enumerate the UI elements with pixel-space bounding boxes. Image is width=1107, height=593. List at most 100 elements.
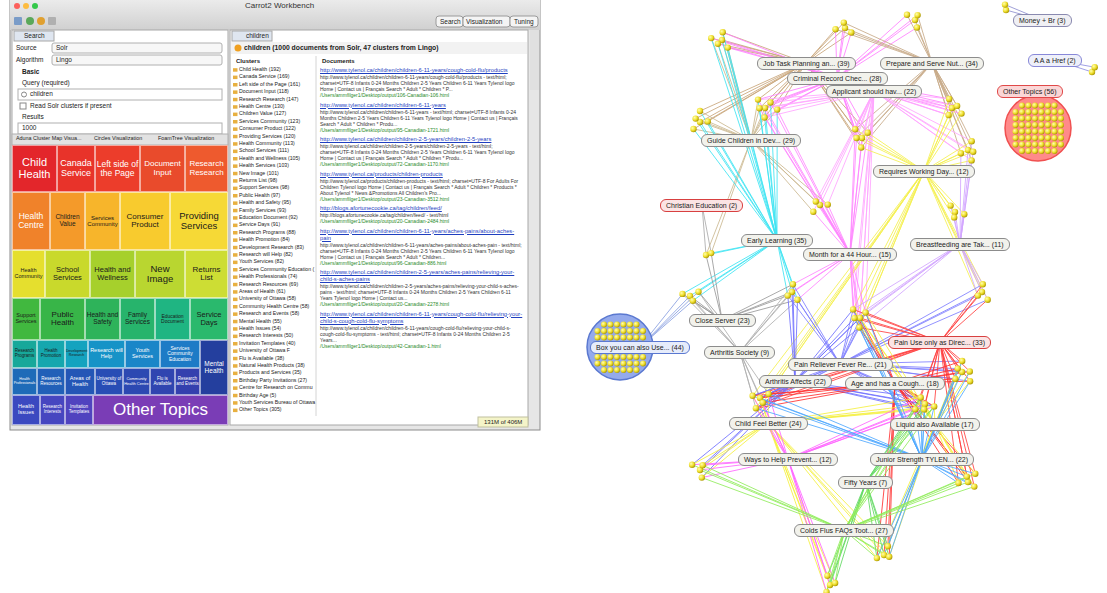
treemap-cell: Research will Help	[88, 340, 125, 368]
doc-snippet: http://www.tylenol.ca/children/children-…	[320, 74, 524, 92]
doc-snippet: http://www.tylenol.ca/children/children-…	[320, 242, 524, 260]
cluster-list-item: Health Professionals (74)	[239, 274, 297, 280]
doc-entry: http://blogs.afortunecookie.ca/tag/child…	[320, 205, 524, 225]
treemap-cell: Services Community	[85, 192, 120, 250]
membership-line	[960, 244, 988, 300]
ui-text: Tuning	[514, 18, 534, 25]
document-dot	[825, 201, 831, 207]
minimize-button	[23, 3, 29, 9]
document-dot	[1052, 109, 1058, 115]
document-dot	[608, 335, 614, 341]
cluster-name: Ways to Help Prevent... (12)	[744, 456, 832, 463]
document-dot	[958, 110, 964, 116]
membership-line	[924, 99, 949, 171]
folder-icon	[233, 364, 238, 368]
treemap-cell: Research Interests	[40, 395, 65, 425]
membership-line	[828, 91, 874, 205]
ui-text: Results	[22, 113, 44, 120]
cluster-list-item: Health Services (103)	[239, 163, 289, 169]
membership-line	[874, 91, 973, 152]
cluster-label: Close Server (23)	[689, 314, 756, 327]
document-dot	[969, 138, 975, 144]
document-dot	[967, 378, 973, 384]
document-dot	[595, 361, 601, 367]
doc-url: http://www.tylenol.ca/children/children-…	[320, 136, 524, 143]
document-dot	[1026, 135, 1032, 141]
document-dot	[945, 112, 951, 118]
treemap-cell: School Services	[45, 250, 90, 298]
text-field	[18, 123, 222, 134]
treemap-cell: Research and Events	[175, 368, 200, 395]
dropdown	[52, 43, 222, 53]
cluster-label: Arthritis Society (9)	[704, 346, 775, 359]
document-dot	[965, 479, 971, 485]
document-dot	[1052, 103, 1058, 109]
document-dot	[601, 328, 607, 334]
cell-label: Other Topics	[113, 401, 208, 419]
cluster-list-item: Youth Services (82)	[239, 259, 284, 265]
header-bar	[231, 42, 527, 54]
cluster-label: Requires Working Day... (12)	[873, 165, 975, 178]
document-dot	[1019, 109, 1025, 115]
document-dot	[1013, 129, 1019, 135]
membership-line	[850, 129, 855, 254]
document-dot	[955, 365, 961, 371]
document-dot	[608, 367, 614, 373]
cell-label: Research Programs	[13, 349, 36, 358]
document-dot	[614, 322, 620, 328]
ui-text: Circles Visualization	[94, 136, 142, 142]
cluster-list-item: Health and Wellness (105)	[239, 156, 300, 162]
treemap-cell: Consumer Product	[120, 192, 170, 250]
cluster-name: Pain Use only as Direc... (33)	[894, 339, 985, 346]
membership-line	[693, 240, 777, 301]
cell-label: Consumer Product	[121, 213, 169, 230]
cluster-list-item: Research Interests (50)	[239, 333, 293, 339]
column-divider	[316, 56, 317, 416]
membership-line	[924, 115, 949, 171]
cell-label: Left side of the Page	[96, 160, 139, 178]
cluster-name: Child Feel Better (24)	[735, 420, 802, 427]
membership-line	[850, 138, 862, 254]
membership-line	[798, 300, 841, 364]
treemap-cell: Research Research	[185, 145, 228, 192]
treemap-cell: Health Community	[12, 250, 45, 298]
treemap-cell: Research Programs	[12, 340, 37, 368]
folder-icon	[233, 209, 238, 213]
document-dot	[1013, 135, 1019, 141]
membership-line	[702, 478, 844, 530]
document-dot	[689, 462, 695, 468]
cluster-list-item: Research Programs (88)	[239, 230, 296, 236]
document-dot	[1019, 122, 1025, 128]
ui-text: Source	[16, 44, 37, 51]
folder-icon	[233, 342, 238, 346]
document-dot	[1039, 142, 1045, 148]
document-dot	[1019, 142, 1025, 148]
cell-label: Youth Services	[126, 348, 159, 360]
doc-url: http://blogs.afortunecookie.ca/tag/child…	[320, 205, 524, 212]
treemap-cell: Flu is Available	[150, 368, 175, 395]
membership-line	[756, 408, 788, 459]
treemap-cell: New Image	[135, 250, 185, 298]
document-dot	[595, 328, 601, 334]
document-dot	[914, 24, 920, 30]
document-dot	[1019, 116, 1025, 122]
cluster-name: Junior Strength TYLEN... (22)	[876, 456, 968, 463]
cell-label: Health Professionals	[13, 378, 36, 386]
document-dot	[971, 483, 977, 489]
cluster-name: Applicant should hav... (22)	[832, 88, 916, 95]
membership-line	[703, 465, 844, 530]
cluster-name: Money + Br (3)	[1019, 17, 1066, 24]
search-icon	[22, 92, 27, 97]
membership-line	[844, 482, 968, 530]
membership-line	[840, 296, 978, 364]
treemap-cell: Providing Services	[170, 192, 228, 250]
document-dot	[627, 328, 633, 334]
cluster-list-item: Areas of Health (61)	[239, 289, 285, 295]
treemap-cell: Education Document	[155, 298, 190, 340]
document-dot	[1039, 122, 1045, 128]
document-dot	[690, 126, 696, 132]
doc-url: http://www.tylenol.ca/children/children-…	[320, 269, 524, 283]
treemap-cell: Public Health	[40, 298, 85, 340]
document-dot	[975, 292, 981, 298]
